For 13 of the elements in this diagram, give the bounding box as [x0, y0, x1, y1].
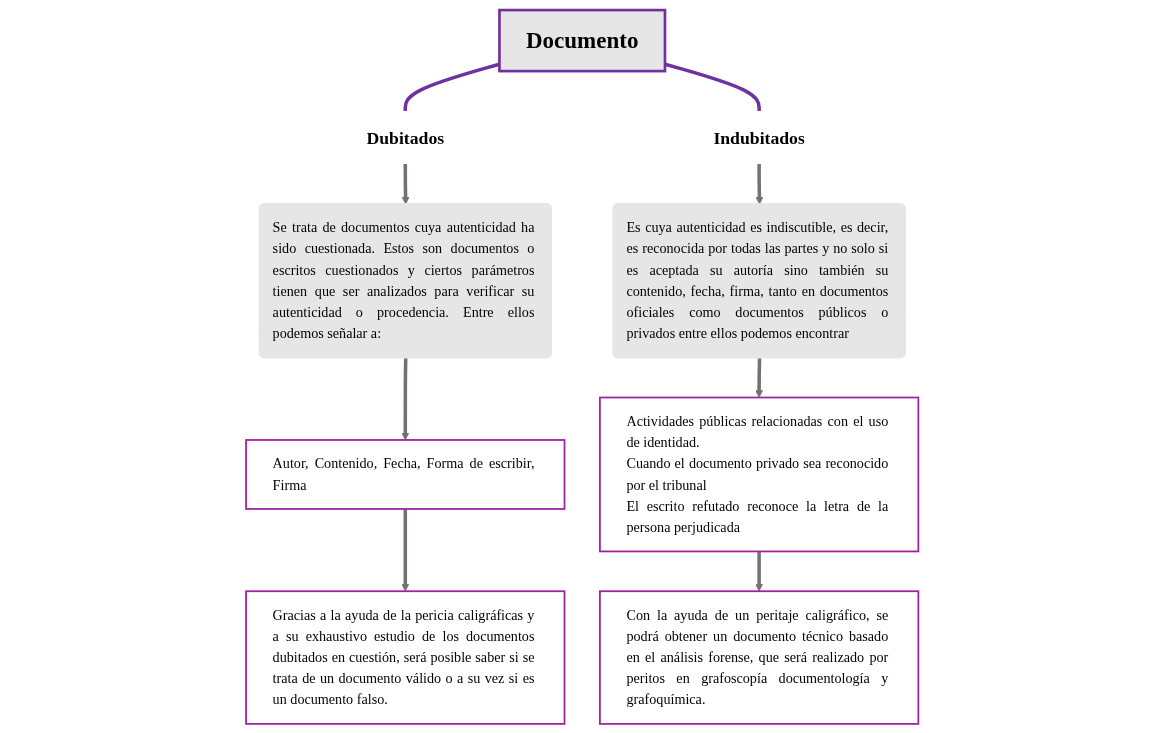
node-text: Indubitados — [713, 127, 806, 147]
arrow — [402, 163, 410, 205]
arrow — [755, 357, 764, 398]
arrow — [401, 508, 410, 592]
node-box: Actividades públicas relacionadas con el uso de identidad. Cuando el documento privado sea reconocido por el tribunal El escrito refutado reconoce la letra de la persona perjudicada — [599, 396, 920, 552]
node-box: Autor, Contenido, Fecha, Forma de escribir, Firma — [245, 438, 566, 510]
node-box: Documento — [498, 8, 667, 72]
node-box: Gracias a la ayuda de la pericia caligráficas y a su exhaustivo estudio de los documentos dubitados en cuestión, será posible saber si se trata de un documento válido o a su vez si es un documento falso. — [245, 589, 566, 725]
arrow — [755, 550, 764, 592]
node-text: Dubitados — [366, 127, 445, 147]
arrow — [401, 357, 410, 440]
node-box: Con la ayuda de un peritaje caligráfico, se podrá obtener un documento técnico basado en el análisis forense, que será realizado por peritos en grafoscopía documentología y grafoquímica. — [599, 589, 920, 725]
arrow — [755, 163, 764, 205]
